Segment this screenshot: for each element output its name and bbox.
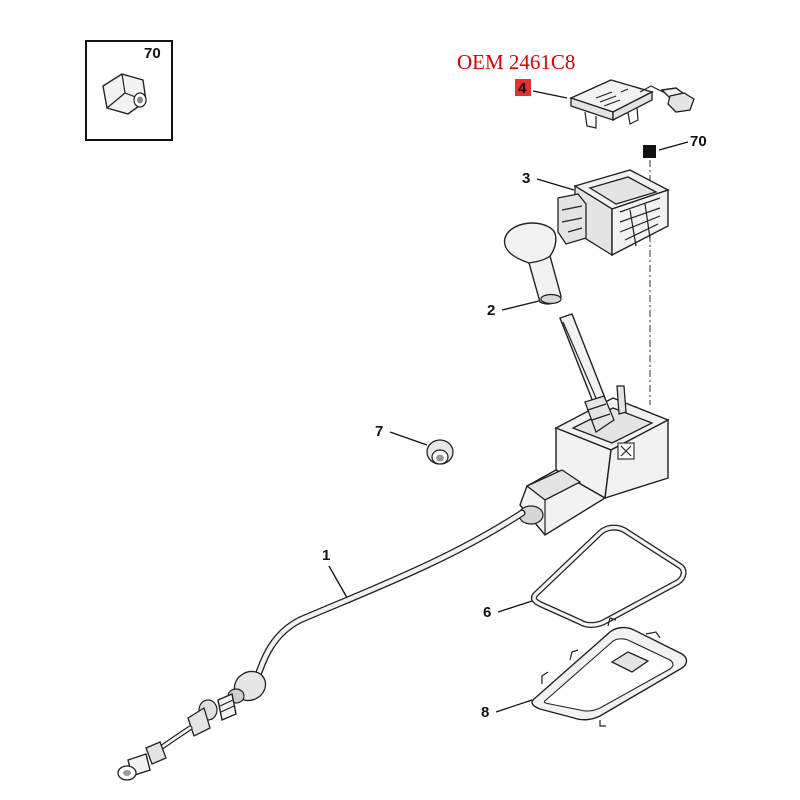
callout-6: 6 <box>483 604 491 621</box>
selector-housing <box>557 169 670 257</box>
callout-4: 4 <box>518 80 527 97</box>
part-1-callout: 1 <box>322 547 351 604</box>
gear-shifter-base <box>518 313 670 536</box>
gear-indicator-plate <box>569 79 695 129</box>
inset-number: 70 <box>144 45 161 62</box>
gear-knob <box>503 222 562 305</box>
grommet <box>426 439 454 465</box>
callout-7: 7 <box>375 423 383 440</box>
part-4-callout: 4 <box>515 79 568 99</box>
oem-number-label: OEM 2461C8 <box>457 50 575 74</box>
fastener-marker <box>643 145 656 158</box>
inset-nut-box: 70 <box>85 40 173 141</box>
part-6-callout: 6 <box>483 600 533 621</box>
callout-3: 3 <box>522 170 530 187</box>
callout-8: 8 <box>481 704 489 721</box>
gasket <box>530 524 687 628</box>
part-2-callout: 2 <box>487 299 544 319</box>
callout-1: 1 <box>322 547 330 564</box>
callout-2: 2 <box>487 302 495 319</box>
part-7-callout: 7 <box>375 423 428 446</box>
nut-icon <box>102 73 147 115</box>
cover-frame <box>531 617 688 727</box>
shift-cable <box>117 509 526 781</box>
part-8-callout: 8 <box>481 699 533 721</box>
callout-70: 70 <box>690 133 707 150</box>
part-70-callout: 70 <box>643 133 707 405</box>
part-3-callout: 3 <box>522 170 575 191</box>
